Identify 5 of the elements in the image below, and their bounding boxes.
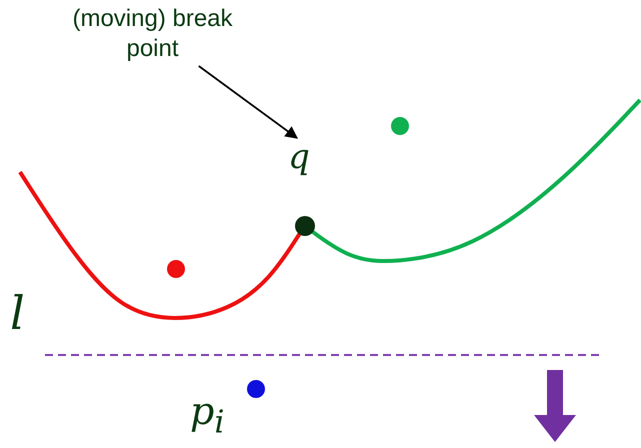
callout-text: (moving) break point [60,4,245,64]
sweep-line-label: l [10,290,25,336]
leader-arrow [198,65,298,139]
point-label: q [282,140,316,174]
site-label: p$_{i}$ [190,392,224,440]
